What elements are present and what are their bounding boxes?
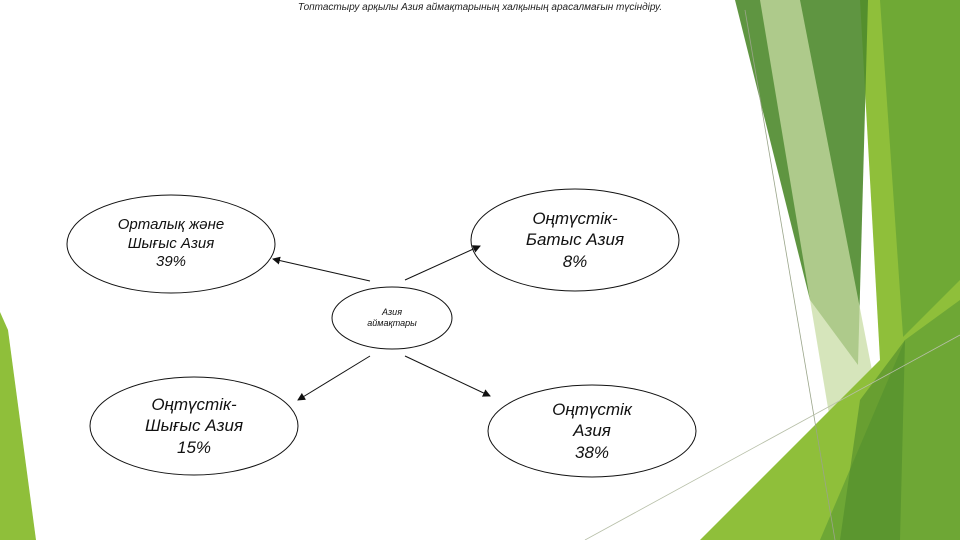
node-center-ellipse (331, 286, 453, 350)
arrow-to-central-east (272, 256, 371, 282)
node-south-line1: Оңтүстік (552, 400, 632, 420)
node-southwest-ellipse (470, 188, 680, 292)
node-southeast-line1: Оңтүстік- (151, 395, 237, 415)
node-central-east-value: 39% (155, 253, 187, 271)
node-southeast: Оңтүстік- Шығыс Азия 15% (90, 378, 298, 474)
node-central-east-ellipse (66, 194, 276, 294)
node-south-value: 38% (574, 442, 610, 462)
node-central-east: Орталық және Шығыс Азия 39% (68, 196, 274, 292)
node-center-line1: Азия (382, 307, 402, 318)
node-southwest: Оңтүстік- Батыс Азия 8% (472, 190, 678, 290)
node-center-line2: аймақтары (367, 318, 417, 328)
node-south-line2: Азия (573, 421, 611, 441)
node-southwest-line1: Оңтүстік- (532, 209, 618, 229)
node-central-east-line2: Шығыс Азия (127, 234, 215, 252)
node-southwest-value: 8% (562, 251, 588, 271)
decorative-green-shapes (584, 0, 960, 540)
node-southeast-line2: Шығыс Азия (144, 416, 244, 436)
node-center: Азия аймақтары (332, 288, 452, 348)
node-south: Оңтүстік Азия 38% (488, 386, 696, 476)
arrow-to-southeast (297, 355, 371, 401)
node-south-ellipse (487, 384, 697, 478)
node-southeast-value: 15% (176, 437, 212, 457)
node-southeast-ellipse (89, 376, 299, 476)
node-central-east-line1: Орталық және (117, 215, 225, 233)
arrow-to-southwest (404, 245, 481, 281)
decorative-left-shape (0, 312, 36, 540)
slide-title: Топтастыру арқылы Азия аймақтарының халқ… (297, 2, 663, 13)
arrow-to-south (404, 355, 491, 397)
node-southwest-line2: Батыс Азия (525, 230, 625, 250)
